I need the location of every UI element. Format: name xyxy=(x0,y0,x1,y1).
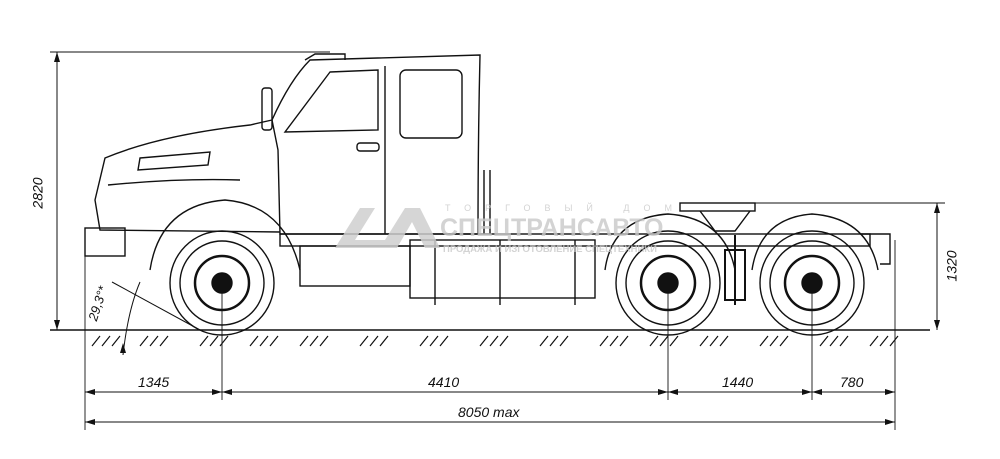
dim-overall-height: 2820 xyxy=(29,177,46,209)
approach-angle xyxy=(111,281,201,356)
front-wheel xyxy=(169,230,275,336)
cab xyxy=(261,53,481,235)
dim-overall-length: 8050 max xyxy=(458,404,520,420)
dimension-arrows xyxy=(54,52,940,425)
rear-wheel-2 xyxy=(759,230,865,336)
dim-rear-axle-spacing: 1440 xyxy=(722,374,754,390)
fenders xyxy=(149,199,879,271)
ground-hatch xyxy=(91,335,899,347)
watermark-top: ТОРГОВЫЙ ДОМ xyxy=(445,203,686,213)
extension-lines xyxy=(50,51,945,430)
dim-wheelbase: 4410 xyxy=(428,374,460,390)
watermark-brand: СПЕЦТРАНСАВТО xyxy=(440,214,664,242)
rear-wheel-1 xyxy=(615,230,721,336)
dim-front-overhang: 1345 xyxy=(138,374,170,390)
watermark-tagline: ПРОДАЖА И ИЗГОТОВЛЕНИЕ СПЕЦТЕХНИКИ xyxy=(443,244,657,255)
dim-fifth-wheel-height: 1320 xyxy=(943,250,960,282)
dim-rear-overhang: 780 xyxy=(840,374,864,390)
watermark-logo xyxy=(335,208,440,248)
hood xyxy=(84,119,281,257)
suspension xyxy=(724,235,746,305)
